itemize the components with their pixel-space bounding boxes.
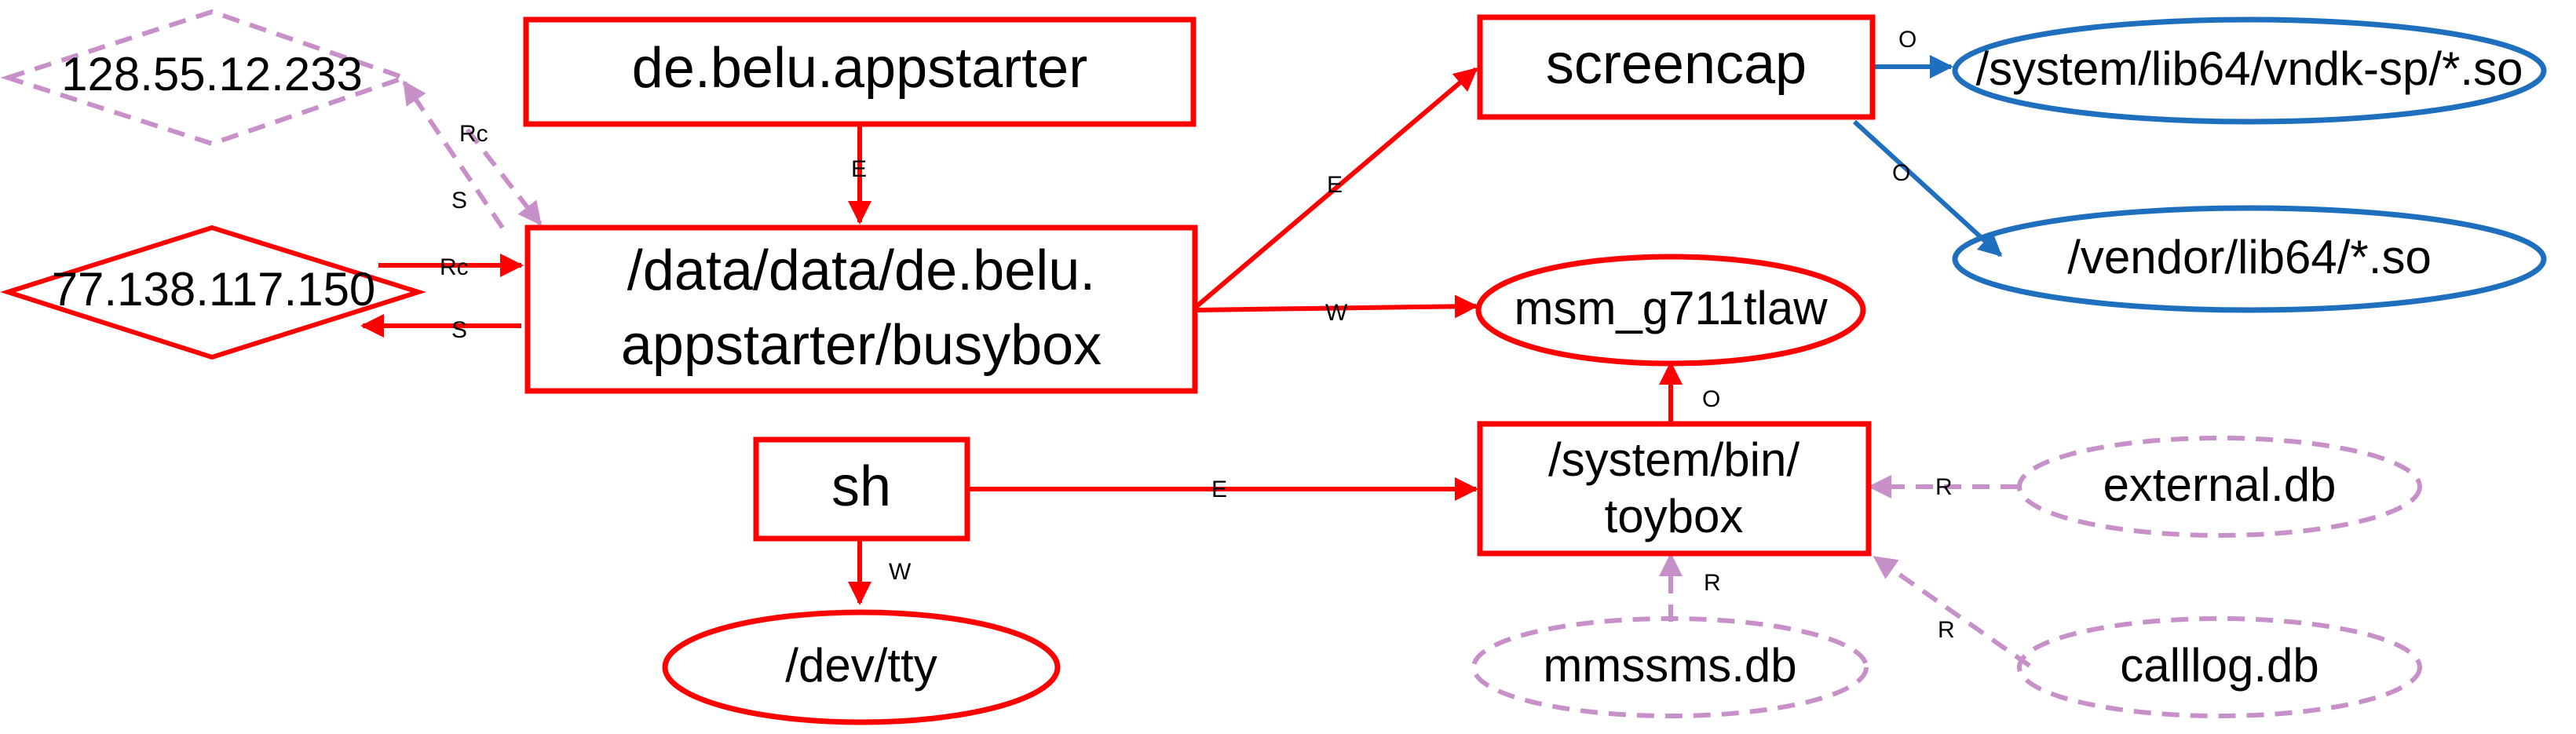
- node-screencap-label: screencap: [1546, 33, 1807, 96]
- node-mmssms-db-label: mmssms.db: [1543, 639, 1796, 692]
- edge-label-calllog-toybox-r: R: [1938, 617, 1955, 643]
- node-appstarter-shape: [523, 16, 1197, 127]
- edge-label-busybox-screencap-e: E: [1327, 172, 1343, 198]
- node-busybox-shape: [524, 225, 1198, 394]
- edge-label-screencap-vndk-o: O: [1898, 27, 1916, 53]
- node-sh-label: sh: [831, 455, 891, 518]
- node-external-db-label: external.db: [2103, 458, 2337, 511]
- node-toybox-label-line2: toybox: [1605, 490, 1744, 542]
- node-screencap-shape: [1477, 14, 1876, 120]
- node-mmssms-db-shape: [1471, 616, 1869, 718]
- edge-label-ip77-s: S: [451, 317, 467, 343]
- node-calllog-db-shape: [2017, 616, 2422, 718]
- node-ip-77-label: 77.138.117.150: [52, 263, 376, 316]
- edge-label-mmssms-toybox-r: R: [1704, 570, 1721, 596]
- node-tty-label: /dev/tty: [785, 639, 937, 692]
- node-vendor-so-label: /vendor/lib64/*.so: [2067, 231, 2432, 283]
- node-sh-shape: [753, 436, 970, 542]
- edge-label-toybox-msm-o: O: [1702, 386, 1720, 412]
- node-msm-label: msm_g711tlaw: [1514, 282, 1828, 334]
- edge-busybox-msm-w: [1194, 294, 1478, 319]
- node-appstarter-label: de.belu.appstarter: [632, 37, 1087, 100]
- node-ip-128-label: 128.55.12.233: [61, 48, 363, 100]
- node-busybox-label-line1: /data/data/de.belu.: [627, 239, 1096, 302]
- edge-calllog-toybox-r: [1873, 555, 2031, 668]
- edge-label-screencap-vendor-o: O: [1892, 160, 1910, 186]
- edge-label-ip128-s: S: [451, 188, 467, 214]
- edge-label-external-toybox-r: R: [1935, 474, 1953, 500]
- edge-label-sh-toybox-e: E: [1211, 477, 1227, 502]
- node-vndk-so-label: /system/lib64/vndk-sp/*.so: [1976, 42, 2523, 95]
- node-toybox-label-line1: /system/bin/: [1548, 433, 1800, 486]
- node-vndk-so-shape: [1952, 16, 2547, 125]
- node-external-db-shape: [2017, 436, 2422, 538]
- node-busybox-label-line2: appstarter/busybox: [621, 314, 1102, 377]
- node-msm-shape: [1475, 254, 1866, 367]
- node-tty-shape: [662, 609, 1061, 725]
- node-ip-128-shape: [0, 9, 412, 147]
- edge-label-ip128-rc: Rc: [459, 121, 488, 147]
- edge-busybox-ip128-s: [402, 80, 505, 229]
- edge-label-busybox-msm-w: W: [1325, 300, 1348, 326]
- edge-label-appstarter-e: E: [851, 156, 867, 182]
- node-ip-77-shape: [0, 225, 427, 360]
- edge-label-ip77-rc: Rc: [440, 254, 469, 280]
- node-toybox-shape: [1477, 421, 1872, 557]
- edge-label-sh-tty-w: W: [889, 559, 912, 585]
- node-calllog-db-label: calllog.db: [2120, 639, 2319, 692]
- edge-ip128-busybox-rc: [465, 128, 543, 226]
- edge-busybox-screencap-e: [1193, 67, 1478, 310]
- edge-screencap-vendor-o: [1852, 119, 2003, 257]
- node-vendor-so-shape: [1952, 205, 2547, 313]
